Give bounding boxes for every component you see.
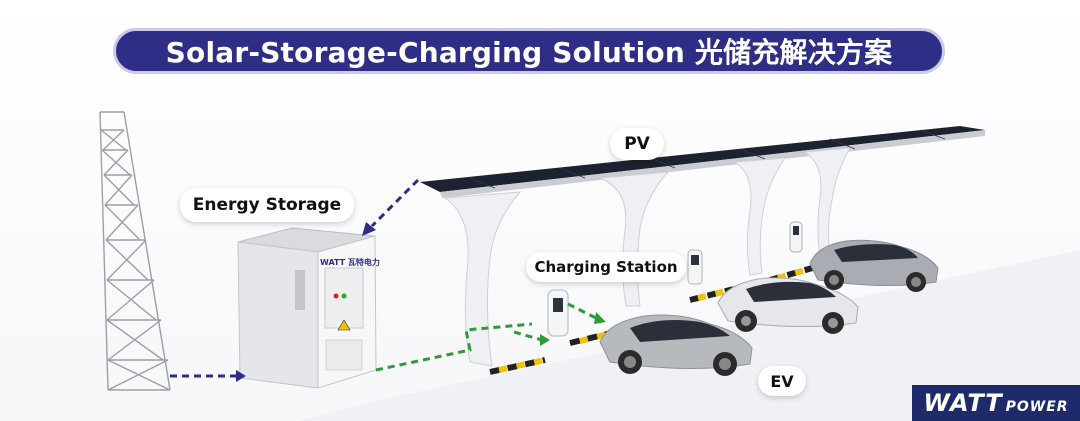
solar-canopy-icon: [420, 126, 985, 367]
charger-icon: [547, 221, 803, 337]
charger-arrow-head: [540, 334, 550, 346]
storage-cabinet-brand: WATT 瓦特电力: [320, 257, 380, 267]
grid-to-storage-arrow: [170, 370, 246, 382]
title-banner: Solar-Storage-Charging Solution 光储充解决方案: [113, 28, 945, 74]
watt-power-logo: WATT POWER: [912, 385, 1080, 421]
charging-station-label: Charging Station: [526, 252, 686, 282]
logo-main-text: WATT: [923, 389, 1003, 417]
pv-label: PV: [610, 128, 664, 160]
ev-label: EV: [758, 366, 806, 396]
logo-sub-text: POWER: [1005, 399, 1069, 415]
pv-to-storage-arrow: [362, 178, 420, 236]
energy-storage-label: Energy Storage: [180, 188, 354, 222]
storage-cabinet-icon: [237, 227, 377, 389]
ev-car-icon: [599, 239, 939, 376]
storage-to-charger-arrow: [375, 322, 543, 372]
charger-to-ev-arrow: [567, 302, 606, 324]
power-tower-icon: [99, 111, 171, 391]
